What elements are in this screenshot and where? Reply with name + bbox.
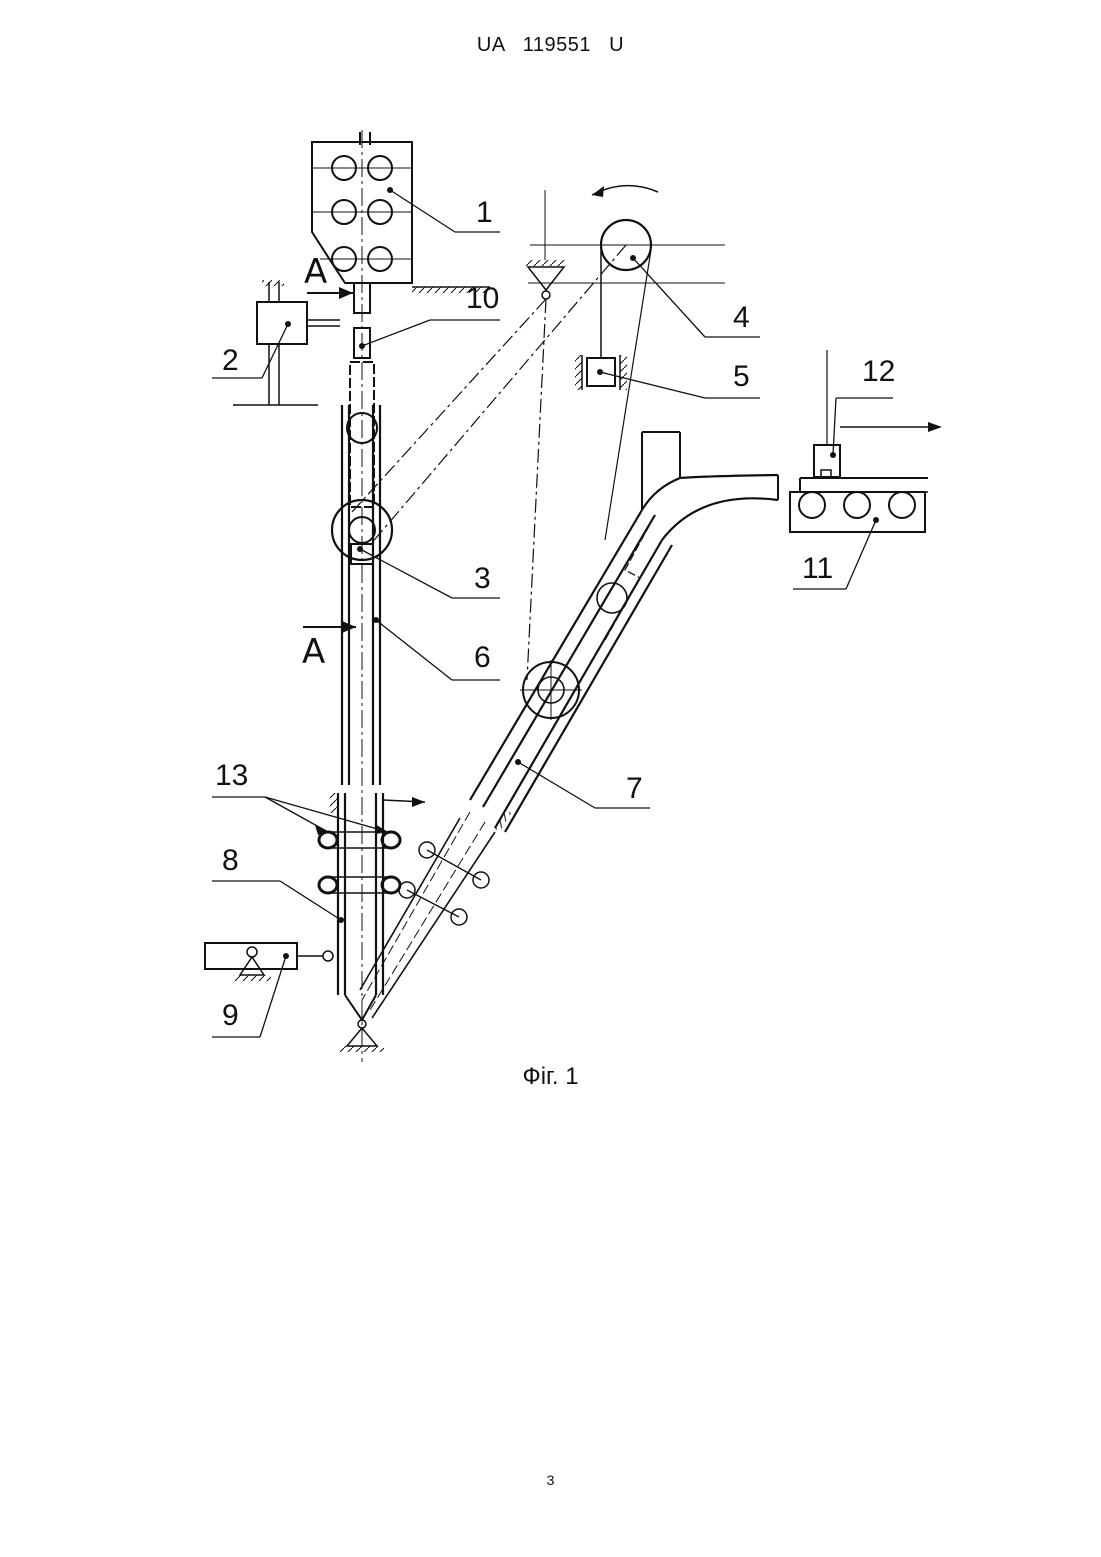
section-label-a-top: A (304, 252, 327, 292)
lower-guide-8 (212, 793, 425, 1052)
label-5: 5 (733, 360, 750, 393)
label-6: 6 (474, 641, 491, 674)
label-9: 9 (222, 999, 239, 1032)
label-11: 11 (802, 552, 833, 585)
label-4: 4 (733, 301, 750, 334)
label-10: 10 (466, 282, 499, 315)
label-3: 3 (474, 562, 491, 595)
figure-caption: Фіг. 1 (0, 1063, 1101, 1091)
inclined-guide-7 (360, 432, 778, 1018)
label-13: 13 (215, 759, 248, 792)
pulley-4-and-weight-5 (352, 186, 760, 680)
label-2: 2 (222, 344, 239, 377)
label-12: 12 (862, 355, 895, 388)
section-label-a-bottom: A (302, 632, 325, 672)
label-7: 7 (626, 772, 643, 805)
page-number: 3 (0, 1472, 1101, 1488)
label-1: 1 (476, 196, 493, 229)
drive-unit-2 (212, 280, 340, 405)
label-8: 8 (222, 844, 239, 877)
